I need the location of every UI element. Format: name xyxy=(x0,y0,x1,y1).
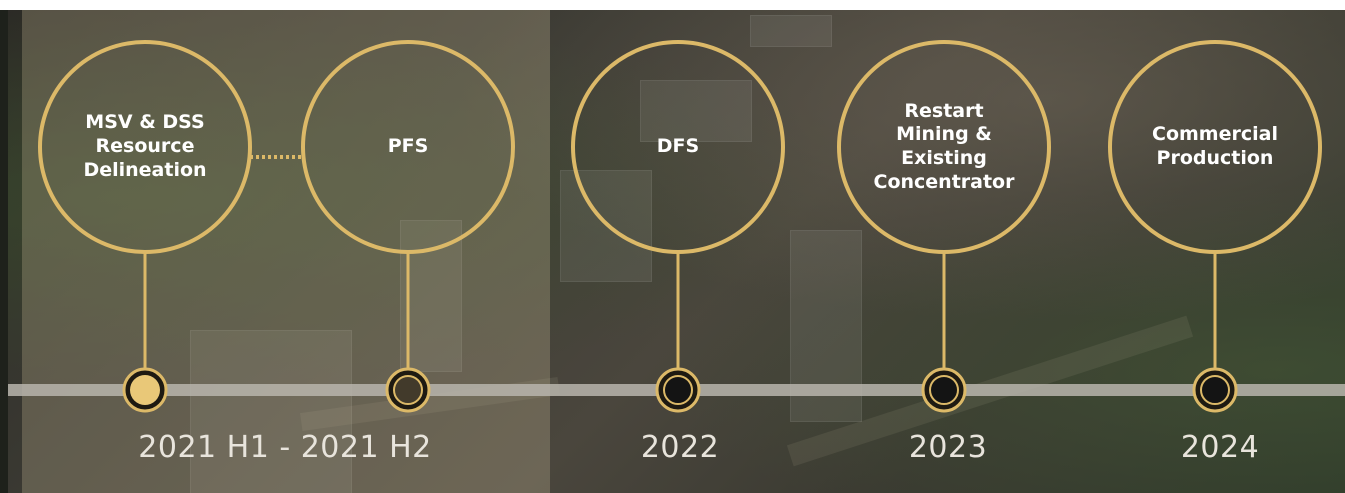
background-building xyxy=(750,15,832,47)
milestone-circle xyxy=(571,40,785,254)
background-building xyxy=(190,330,352,493)
milestone-circle xyxy=(837,40,1051,254)
completed-period-overlay xyxy=(22,10,550,493)
year-label-2022: 2022 xyxy=(640,430,720,465)
milestone-marker-fill xyxy=(130,375,160,405)
milestone-label-dfs: DFS xyxy=(656,135,700,158)
year-label-2023: 2023 xyxy=(908,430,988,465)
year-label-2024: 2024 xyxy=(1180,430,1260,465)
milestone-circle xyxy=(38,40,252,254)
milestone-label-pfs: PFS xyxy=(387,135,429,158)
milestone-label-commercial: Commercial Production xyxy=(1152,123,1278,169)
milestone-marker-ring xyxy=(393,375,423,405)
left-edge xyxy=(0,10,8,493)
background-building xyxy=(640,80,752,142)
milestone-marker-dark xyxy=(1200,375,1230,405)
milestone-marker-dark xyxy=(663,375,693,405)
background-building xyxy=(400,220,462,372)
milestone-circle xyxy=(301,40,515,254)
milestone-label-restart: Restart Mining & Existing Concentrator xyxy=(873,99,1015,193)
milestone-circle xyxy=(1108,40,1322,254)
milestone-label-msv-dss: MSV & DSS Resource Delineation xyxy=(83,111,207,181)
year-label-2021: 2021 H1 - 2021 H2 xyxy=(138,430,432,465)
top-border xyxy=(0,0,1345,10)
milestone-marker-dark xyxy=(929,375,959,405)
